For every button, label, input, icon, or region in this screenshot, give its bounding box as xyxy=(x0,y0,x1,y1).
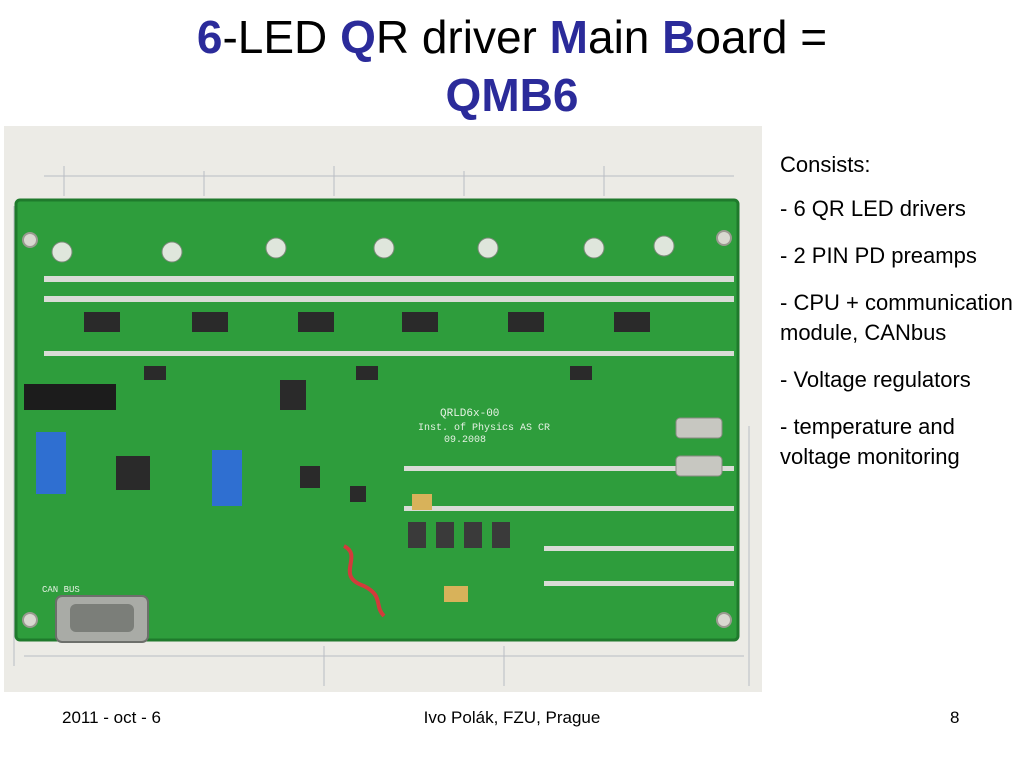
mounting-holes xyxy=(22,230,732,628)
title-part-ain: ain xyxy=(587,11,663,63)
footer-date: 2011 - oct - 6 xyxy=(62,708,161,727)
title-part-r-driver: R driver xyxy=(375,11,550,63)
bullet-list: Consists: - 6 QR LED drivers - 2 PIN PD … xyxy=(780,150,1020,489)
title-part-m: M xyxy=(549,11,588,63)
voltage-regulators xyxy=(408,522,510,548)
trimmer-row xyxy=(51,235,675,263)
bullet-item-2: - 2 PIN PD preamps xyxy=(780,243,977,268)
board-label-2: Inst. of Physics AS CR xyxy=(418,422,550,434)
title-part-oard: oard = xyxy=(695,11,828,63)
can-dsub-connector xyxy=(55,595,149,643)
can-bus-label: CAN BUS xyxy=(42,585,80,595)
bullet-item-1: - 6 QR LED drivers xyxy=(780,196,966,221)
bnc-connectors xyxy=(675,417,723,477)
title-line-2: QMB6 xyxy=(445,69,579,121)
driver-chips xyxy=(84,312,650,502)
pcb-edge xyxy=(14,198,740,642)
bullet-item-4: - Voltage regulators xyxy=(780,367,971,392)
footer-author: Ivo Polák, FZU, Prague xyxy=(423,708,601,727)
slide-title: 6-LED QR driver Main Board = QMB6 xyxy=(0,8,1024,124)
red-jumper-wire xyxy=(342,544,386,618)
schematic-lines xyxy=(13,166,750,686)
tantalum-caps xyxy=(412,494,468,602)
title-part-6: 6 xyxy=(196,11,223,63)
board-photo: QRLD6x-00 Inst. of Physics AS CR 09.2008… xyxy=(4,126,762,692)
title-line-1: 6-LED QR driver Main Board = xyxy=(0,8,1024,66)
board-label-1: QRLD6x-00 xyxy=(440,408,499,420)
title-part-b: B xyxy=(662,11,696,63)
bullet-item-3: - CPU + communication module, CANbus xyxy=(780,290,1013,345)
title-part-led: -LED xyxy=(222,11,341,63)
bullet-item-5: - temperature and voltage monitoring xyxy=(780,414,960,469)
title-part-q: Q xyxy=(340,11,376,63)
bullet-item-0: Consists: xyxy=(780,152,871,177)
footer-page-number: 8 xyxy=(950,708,960,727)
board-label-3: 09.2008 xyxy=(444,435,486,446)
ribbon-connector xyxy=(24,384,116,410)
pcb-board xyxy=(16,200,738,640)
passive-components xyxy=(44,276,734,586)
pcb-illustration: QRLD6x-00 Inst. of Physics AS CR 09.2008… xyxy=(4,126,762,692)
dip-switches xyxy=(36,432,242,506)
